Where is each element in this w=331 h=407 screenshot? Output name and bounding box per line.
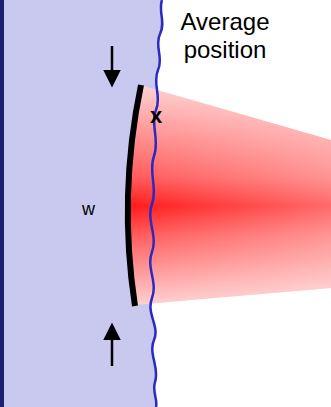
dimension-label: w (82, 200, 104, 220)
down-arrow (111, 46, 114, 84)
light-beam (128, 85, 331, 305)
left-frame (0, 0, 4, 407)
beam-fade (128, 85, 331, 305)
annotation-text: Average position (150, 8, 300, 63)
up-arrow (111, 326, 114, 366)
variable-label: x (150, 104, 170, 128)
rough-surface (150, 0, 162, 407)
average-position-line (128, 85, 141, 306)
